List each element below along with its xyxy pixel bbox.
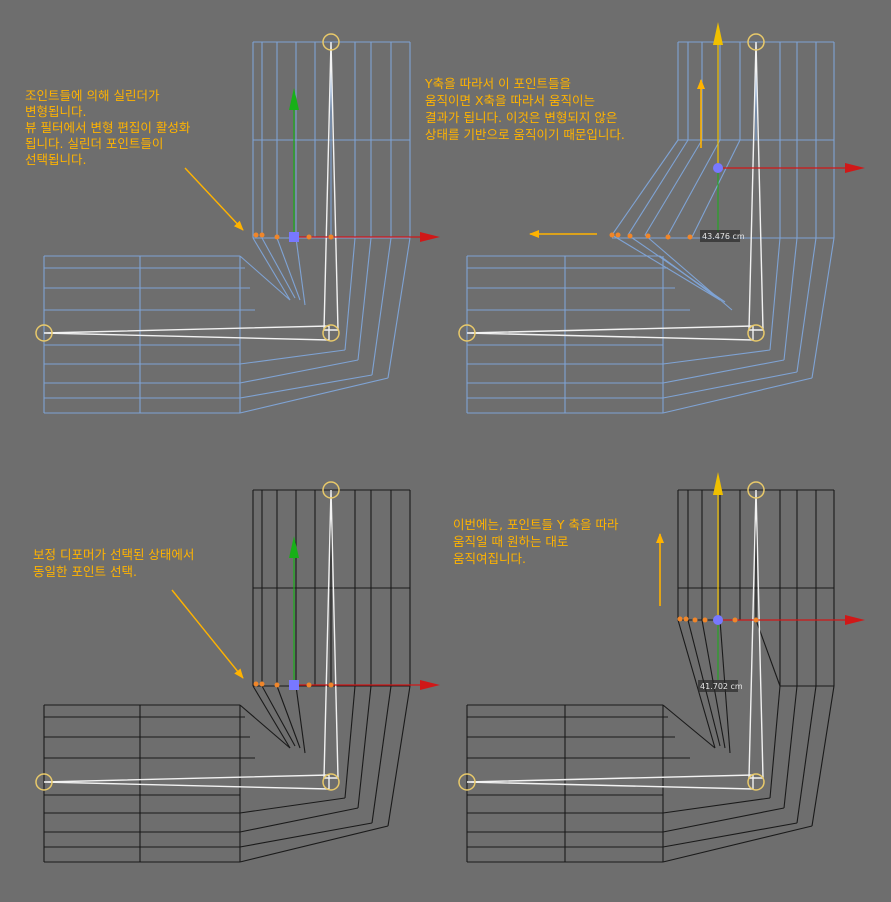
joint-elbow[interactable] [747, 324, 765, 342]
svg-text:41.702 cm: 41.702 cm [700, 682, 743, 691]
y-axis-arrow-icon[interactable] [713, 472, 723, 495]
joint-end[interactable] [458, 773, 476, 791]
distance-readout: 41.702 cm [698, 680, 743, 692]
distance-readout: 43.476 cm [700, 230, 745, 242]
y-axis-arrow-icon[interactable] [713, 22, 723, 45]
bone-chain [43, 41, 339, 341]
annotation-line: 변형됩니다. [25, 104, 86, 119]
y-axis-arrow-icon[interactable] [289, 536, 299, 558]
joint-top[interactable] [322, 33, 340, 51]
annotation-line: Y축을 따라서 이 포인트들을 [424, 76, 571, 91]
annotation-line: 동일한 포인트 선택. [33, 564, 137, 579]
joint-top[interactable] [747, 33, 765, 51]
joint-elbow[interactable] [322, 773, 340, 791]
joint-top[interactable] [322, 481, 340, 499]
annotation-line: 움직이면 X축을 따라서 움직이는 [425, 93, 595, 108]
annotation-line: 이번에는, 포인트들 Y 축을 따라 [453, 517, 619, 532]
selected-points[interactable] [253, 232, 334, 240]
joint-end[interactable] [35, 773, 53, 791]
move-gizmo[interactable] [289, 536, 440, 690]
gizmo-center-handle[interactable] [289, 232, 299, 242]
bone-chain [43, 489, 339, 790]
joint-elbow[interactable] [322, 324, 340, 342]
x-axis-arrow-icon[interactable] [420, 680, 440, 690]
gizmo-center-handle[interactable] [713, 615, 723, 625]
annotation-line: 뷰 필터에서 변형 편집이 활성화 [25, 120, 191, 135]
annotation-line: 결과가 됩니다. 이것은 변형되지 않은 [425, 110, 617, 125]
annotation-line: 됩니다. 실린더 포인트들이 [25, 136, 163, 151]
cylinder-mesh [466, 41, 835, 414]
cylinder-mesh [43, 489, 411, 863]
annotation-line: 상태를 기반으로 움직이기 때문입니다. [425, 127, 625, 142]
gizmo-center-handle[interactable] [713, 163, 723, 173]
annotation-line: 조인트들에 의해 실린더가 [25, 88, 160, 103]
annotation-arrow [171, 589, 244, 679]
x-axis-arrow-icon[interactable] [845, 615, 865, 625]
annotation-line: 움직여집니다. [453, 551, 526, 566]
joint-top[interactable] [747, 481, 765, 499]
selected-points[interactable] [677, 616, 759, 623]
move-gizmo[interactable] [713, 22, 865, 232]
cylinder-mesh [466, 489, 835, 863]
selected-points[interactable] [253, 681, 334, 688]
x-axis-arrow-icon[interactable] [845, 163, 865, 173]
annotation-line: 선택됩니다. [25, 152, 86, 167]
joint-end[interactable] [35, 324, 53, 342]
annotation-arrow [184, 167, 244, 231]
joint-end[interactable] [458, 324, 476, 342]
annotation-line: 움직일 때 원하는 대로 [453, 534, 568, 549]
x-axis-arrow-icon[interactable] [420, 232, 440, 242]
joint-elbow[interactable] [747, 773, 765, 791]
y-axis-arrow-icon[interactable] [289, 88, 299, 110]
bone-chain [466, 489, 764, 790]
move-gizmo[interactable] [289, 88, 440, 242]
gizmo-center-handle[interactable] [289, 680, 299, 690]
annotation-line: 보정 디포머가 선택된 상태에서 [33, 547, 194, 562]
svg-text:43.476 cm: 43.476 cm [702, 232, 745, 241]
move-gizmo[interactable] [713, 472, 865, 680]
selected-points[interactable] [609, 232, 693, 240]
bone-chain [466, 41, 764, 341]
